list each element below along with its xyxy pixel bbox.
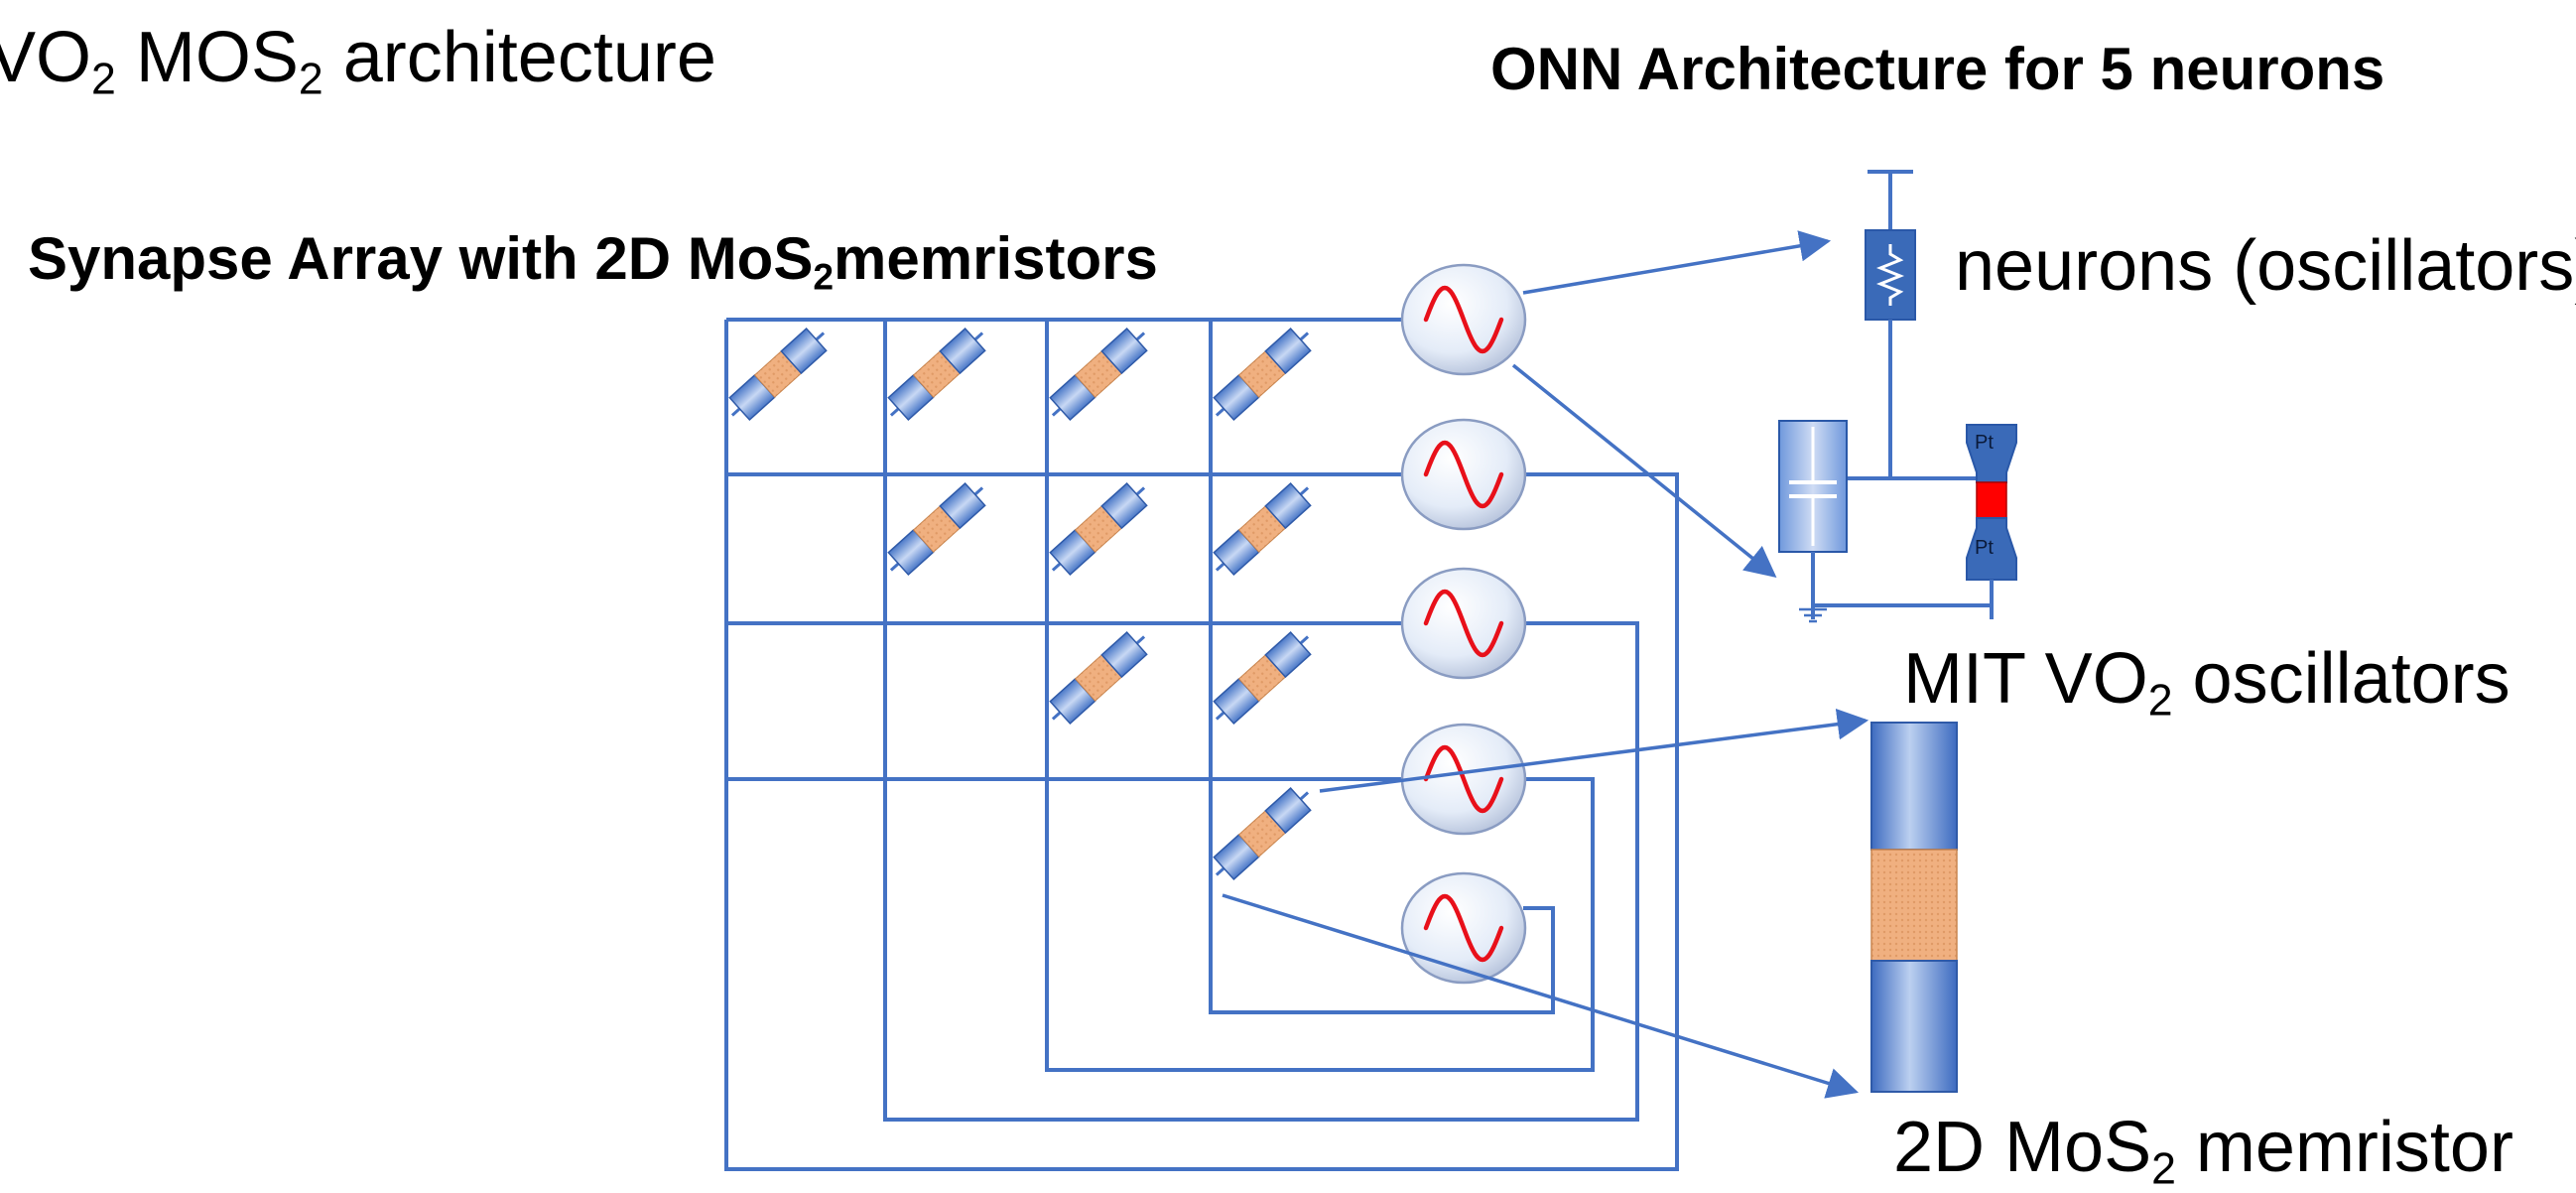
memristor-synapse-9	[1213, 630, 1312, 726]
bottom-electrode	[1870, 960, 1958, 1093]
feedback-wire-2	[883, 320, 1639, 1122]
sine-wave-icon	[1423, 285, 1504, 354]
memristor-electrode	[1264, 630, 1312, 679]
onn-architecture-title: ONN Architecture for 5 neurons	[1490, 36, 2385, 102]
resistor-icon	[1875, 244, 1905, 306]
memristor-electrode	[939, 481, 986, 530]
oscillator-3	[1400, 567, 1527, 680]
sine-wave-icon	[1423, 440, 1504, 509]
sine-wave-icon	[1423, 893, 1504, 963]
synapse-array-title: Synapse Array with 2D MoS2memristors	[28, 225, 1158, 298]
memristor-synapse-7	[1213, 481, 1312, 577]
crossbar-wires	[724, 318, 1679, 1171]
oscillator-4	[1400, 723, 1527, 836]
pointer-arrows	[1222, 230, 1869, 1099]
pt-bottom-label: Pt	[1975, 537, 1994, 559]
memristor-device-illustration	[1870, 722, 1958, 1093]
mos2-memristor-label: 2D MoS2 memristor	[1893, 1108, 2513, 1193]
memristor-electrode	[1264, 786, 1312, 835]
feedback-wire-3	[1045, 320, 1595, 1072]
memristor-synapse-5	[887, 481, 986, 577]
pt-top-label: Pt	[1975, 432, 1994, 454]
memristor-synapse-1	[728, 327, 828, 422]
oscillator-1	[1400, 263, 1527, 376]
resistor-body	[1865, 229, 1916, 321]
mit-vo2-oscillators-label: MIT VO2 oscillators	[1903, 639, 2511, 726]
sine-wave-icon	[1423, 744, 1504, 814]
arrow-to-vo2-device	[1319, 709, 1869, 793]
memristor-synapse-2	[887, 327, 986, 422]
memristor-electrode	[1100, 481, 1148, 530]
neurons-label: neurons (oscillators)	[1955, 226, 2576, 306]
memristor-synapse-3	[1049, 327, 1148, 422]
mos2-layer	[1870, 849, 1958, 962]
vo2-channel	[1976, 481, 2007, 519]
memristor-electrode	[1264, 327, 1312, 375]
arrow-to-mos2-device	[1222, 893, 1860, 1099]
oscillator-2	[1400, 418, 1527, 531]
memristor-synapse-6	[1049, 481, 1148, 577]
memristor-synapse-8	[1049, 630, 1148, 726]
memristor-electrode	[780, 327, 828, 375]
memristor-synapse-4	[1213, 327, 1312, 422]
top-electrode	[1870, 722, 1958, 851]
oscillator-column	[1400, 263, 1527, 985]
memristor-electrode	[1100, 630, 1148, 679]
memristor-electrode	[1100, 327, 1148, 375]
arrow-to-ground	[1511, 363, 1777, 578]
arrow-to-neuron	[1522, 230, 1832, 295]
architecture-title: VO2 MOS2 architecture	[0, 18, 716, 104]
bottom-wire	[1811, 552, 1994, 607]
vo2-bottom-electrode	[1966, 517, 2017, 581]
memristor-electrode	[1264, 481, 1312, 530]
memristor-electrode	[939, 327, 986, 375]
sine-wave-icon	[1423, 589, 1504, 658]
feedback-wire-4	[1209, 320, 1555, 1014]
outer-feedback-wire	[724, 320, 1679, 1171]
synapse-array	[728, 327, 1312, 881]
memristor-synapse-10	[1213, 786, 1312, 881]
oscillator-5	[1400, 871, 1527, 985]
